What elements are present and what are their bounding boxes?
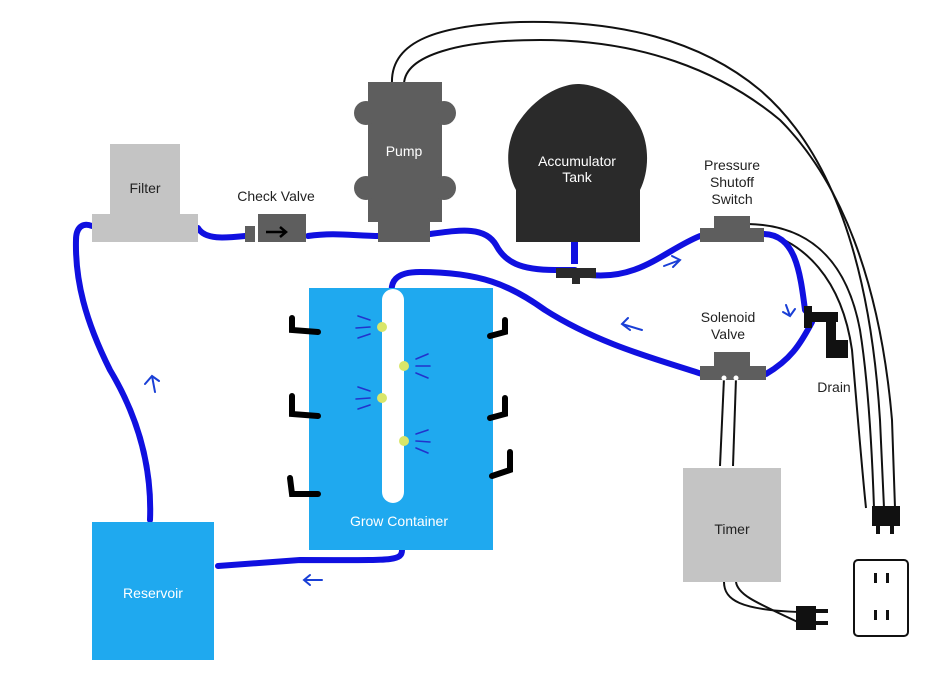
accumulator-tank: Accumulator Tank bbox=[508, 84, 648, 284]
solenoid-to-timer-wire-1 bbox=[719, 377, 725, 467]
spray-marks bbox=[355, 315, 431, 454]
pump-label: Pump bbox=[386, 143, 423, 159]
switch-wire-2 bbox=[754, 229, 867, 509]
filter-label: Filter bbox=[129, 180, 160, 196]
power-wires bbox=[390, 20, 896, 625]
pump: Pump bbox=[354, 82, 456, 242]
switch-wire-1 bbox=[747, 223, 875, 509]
timer: Timer bbox=[683, 468, 781, 582]
pressure-label-1: Pressure bbox=[704, 157, 760, 173]
pressure-shutoff-switch: Pressure Shutoff Switch bbox=[700, 157, 764, 242]
solenoid-valve: Solenoid Valve bbox=[700, 309, 766, 381]
flow-arrow-left-icon bbox=[620, 317, 643, 331]
flow-arrow-up-icon bbox=[144, 374, 160, 393]
grow-to-reservoir-line bbox=[215, 547, 405, 569]
drain-to-solenoid-line bbox=[763, 319, 815, 377]
accumulator-label-1: Accumulator bbox=[538, 153, 616, 169]
check-valve-label: Check Valve bbox=[237, 188, 315, 204]
net-pot-right-3 bbox=[489, 449, 513, 479]
pump-to-outlet-wire-1 bbox=[390, 20, 885, 509]
net-pot-right-2 bbox=[487, 395, 508, 421]
spray-nozzle-1 bbox=[377, 322, 387, 332]
spray-nozzle-3 bbox=[377, 393, 387, 403]
spray-nozzle-2 bbox=[399, 361, 409, 371]
solenoid-to-timer-wire-2 bbox=[732, 377, 737, 467]
check-valve: Check Valve bbox=[237, 188, 315, 242]
spray-nozzle-4 bbox=[399, 436, 409, 446]
timer-to-plug-wire-1 bbox=[723, 581, 801, 613]
timer-to-plug-wire-2 bbox=[735, 581, 803, 625]
tee-to-switch-line bbox=[587, 233, 703, 279]
pump-to-outlet-wire-2 bbox=[403, 38, 896, 509]
spray-manifold bbox=[382, 289, 404, 503]
grow-container: Grow Container bbox=[287, 288, 513, 550]
reservoir-to-filter-line bbox=[72, 221, 154, 523]
net-pot-right-1 bbox=[487, 317, 508, 339]
flow-arrow-right-icon bbox=[663, 255, 682, 268]
drain-label: Drain bbox=[817, 379, 850, 395]
check-valve-to-pump-line bbox=[305, 231, 383, 239]
check-valve-arrow-icon bbox=[266, 226, 288, 238]
flow-arrows bbox=[144, 255, 796, 586]
pump-to-tee-line bbox=[427, 227, 578, 273]
reservoir-label: Reservoir bbox=[123, 585, 183, 601]
filter-to-check-valve-line bbox=[195, 225, 248, 241]
pressure-label-2: Shutoff bbox=[710, 174, 754, 190]
drain-valve: Drain bbox=[804, 306, 851, 395]
switch-to-drain-line bbox=[761, 231, 815, 321]
pump-plug-icon bbox=[872, 506, 900, 534]
solenoid-label-1: Solenoid bbox=[701, 309, 756, 325]
timer-label: Timer bbox=[714, 521, 750, 537]
solenoid-to-grow-line bbox=[388, 269, 705, 377]
grow-container-label: Grow Container bbox=[350, 513, 448, 529]
net-pot-left-1 bbox=[289, 315, 321, 335]
pressure-label-3: Switch bbox=[711, 191, 752, 207]
reservoir: Reservoir bbox=[92, 522, 214, 660]
filter: Filter bbox=[92, 144, 198, 242]
wall-outlet-icon bbox=[853, 559, 909, 637]
spray-nozzles bbox=[377, 322, 409, 446]
net-pots bbox=[287, 315, 513, 497]
solenoid-label-2: Valve bbox=[711, 326, 745, 342]
accumulator-label-2: Tank bbox=[562, 169, 593, 185]
net-pot-left-2 bbox=[289, 393, 321, 419]
net-pot-left-3 bbox=[287, 475, 321, 497]
flow-arrow-left-bottom-icon bbox=[302, 574, 323, 586]
timer-plug-icon bbox=[796, 606, 828, 630]
flow-arrow-down-icon bbox=[782, 304, 796, 318]
